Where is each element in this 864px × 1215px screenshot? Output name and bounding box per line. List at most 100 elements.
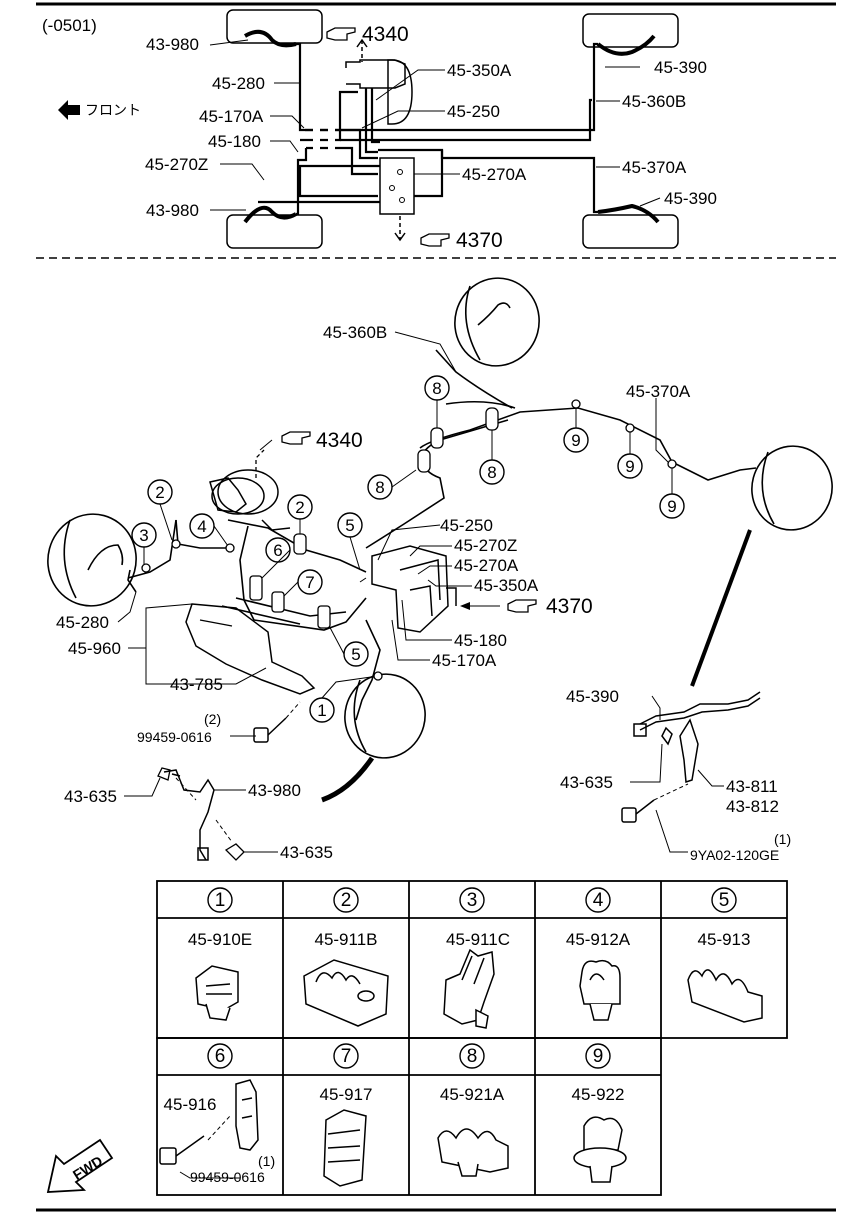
- hose-front-left: [243, 29, 297, 48]
- clip-parts-table: 1 2 3 4 5 6 7 8 9 45-910E 45-911B 45-911…: [156, 880, 788, 1196]
- front-hose-thick: [321, 756, 375, 803]
- wheel-rear-left: [582, 13, 679, 48]
- clip-45-911b-drawing: [303, 959, 389, 1027]
- cell-num-2: 2: [341, 890, 352, 911]
- master-cylinder: [345, 59, 406, 89]
- ref-4340-top: 4340: [362, 23, 409, 46]
- label-45-250: 45-250: [440, 516, 493, 535]
- part-45-912a: 45-912A: [566, 930, 631, 949]
- label-43-980-top: 43-980: [146, 35, 199, 54]
- clip-45-916-drawing: [159, 1079, 259, 1165]
- callout-2b: 2: [295, 498, 304, 517]
- callout-8c: 8: [487, 463, 496, 482]
- wheel-rear-right: [582, 214, 679, 249]
- fwd-arrow-icon: FWD: [46, 1138, 114, 1193]
- callout-4: 4: [197, 517, 206, 536]
- clip-43-635-lower: [224, 843, 245, 861]
- clip-45-921a-drawing: [437, 1128, 509, 1177]
- wheel-front-left-iso: [47, 513, 137, 607]
- cell-num-4: 4: [593, 890, 604, 911]
- cell-num-3: 3: [467, 890, 478, 911]
- brake-booster: [387, 59, 413, 125]
- label-43-980-bottom: 43-980: [146, 201, 199, 220]
- cell-num-1: 1: [215, 890, 226, 911]
- wheel-rear-left-iso: [454, 277, 540, 367]
- part-45-917: 45-917: [320, 1085, 373, 1104]
- label-43-980: 43-980: [248, 781, 301, 800]
- cell-num-5: 5: [719, 890, 730, 911]
- top-leaders: [209, 39, 661, 211]
- ref-4370: 4370: [546, 595, 593, 618]
- clip-45-910e-drawing: [195, 965, 239, 1021]
- top-schematic: (-0501): [42, 9, 717, 252]
- label-45-180: 45-180: [454, 631, 507, 650]
- callout-3: 3: [139, 526, 148, 545]
- callout-9a: 9: [571, 431, 580, 450]
- callout-1: 1: [317, 701, 326, 720]
- callout-circles: [131, 375, 685, 723]
- clip-45-913-drawing: [687, 969, 763, 1023]
- clip-45-911c-drawing: [443, 948, 495, 1029]
- clip-45-912a-drawing: [579, 959, 621, 1021]
- label-45-390: 45-390: [566, 687, 619, 706]
- front-arrow-icon: [58, 100, 80, 120]
- label-99459-0616: 99459-0616: [137, 729, 212, 745]
- wheel-rear-right-iso: [751, 445, 833, 531]
- label-45-280-top: 45-280: [212, 74, 265, 93]
- label-45-250-top: 45-250: [447, 102, 500, 121]
- qty-2: (2): [204, 711, 221, 727]
- cell-num-6: 6: [215, 1046, 226, 1067]
- hand-icon: [326, 27, 356, 41]
- label-45-350a-top: 45-350A: [447, 61, 512, 80]
- clip-45-922-drawing: [573, 1116, 627, 1183]
- label-45-270z-top: 45-270Z: [145, 155, 208, 174]
- pipe-joints: [313, 128, 335, 150]
- rear-hose-thick: [690, 529, 752, 687]
- label-45-170a-top: 45-170A: [199, 107, 264, 126]
- label-43-811: 43-811: [726, 777, 778, 796]
- bolt-9ya02-iso: [621, 799, 655, 823]
- callout-8b: 8: [375, 478, 384, 497]
- brake-booster-iso: [209, 469, 291, 531]
- label-43-635-c: 43-635: [560, 773, 613, 792]
- bolt-part-99459-0616: 99459-0616: [190, 1169, 265, 1185]
- hydraulic-unit: [379, 157, 415, 215]
- model-code: (-0501): [42, 16, 97, 35]
- part-45-921a: 45-921A: [440, 1085, 505, 1104]
- hose-45-390-iso: [633, 691, 761, 784]
- ref-4340: 4340: [316, 429, 363, 452]
- label-45-180-top: 45-180: [208, 132, 261, 151]
- label-45-270a: 45-270A: [454, 556, 519, 575]
- wheel-front-right: [226, 214, 323, 249]
- callout-2a: 2: [155, 483, 164, 502]
- label-45-370a-top: 45-370A: [622, 158, 687, 177]
- part-45-922: 45-922: [572, 1085, 625, 1104]
- label-45-370a: 45-370A: [626, 382, 691, 401]
- label-43-785: 43-785: [170, 675, 223, 694]
- cell-num-7: 7: [341, 1046, 352, 1067]
- callout-9c: 9: [667, 497, 676, 516]
- cell-num-9: 9: [593, 1046, 604, 1067]
- label-43-812: 43-812: [726, 797, 779, 816]
- label-43-635-b: 43-635: [280, 843, 333, 862]
- callout-5a: 5: [345, 516, 354, 535]
- label-45-280: 45-280: [56, 613, 109, 632]
- part-45-911b: 45-911B: [314, 930, 377, 949]
- hand-icon: [420, 233, 450, 247]
- label-45-390-top-a: 45-390: [654, 58, 707, 77]
- hose-front-right: [243, 205, 297, 224]
- bolt-99459-iso: [253, 717, 287, 743]
- label-45-960: 45-960: [68, 639, 121, 658]
- label-45-390-top-b: 45-390: [664, 189, 717, 208]
- hose-rear-right: [597, 203, 660, 224]
- front-label: フロント: [85, 102, 141, 118]
- wheel-front-left: [226, 9, 323, 44]
- bolt-qty-1: (1): [258, 1153, 275, 1169]
- label-45-170a: 45-170A: [432, 651, 497, 670]
- callout-6: 6: [273, 541, 282, 560]
- label-9ya02-120ge: 9YA02-120GE: [690, 847, 779, 863]
- top-pipes: [258, 42, 598, 216]
- clip-43-635-upper: [157, 767, 171, 781]
- hu-module-iso: [371, 545, 457, 633]
